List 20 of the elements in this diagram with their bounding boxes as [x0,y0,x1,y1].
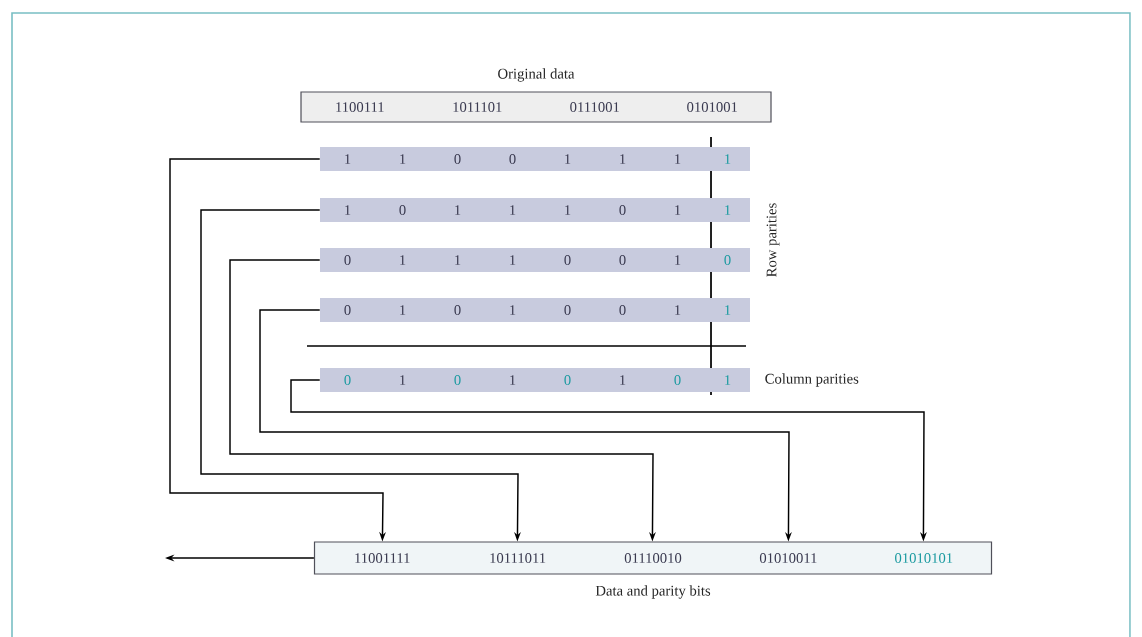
node-label: 11001111 [355,553,410,563]
bit-string-box: 11001111 10111011 01110010 01010011 01010101 [313,541,993,575]
box-heading: Original data [498,68,575,82]
bit-string-box: 1100111 1011101 0111001 0101001 [300,91,772,123]
axis-label: Column parities [765,373,859,387]
node-label: 0101001 [687,102,738,112]
box-caption: Data and parity bits [595,585,711,599]
node-label: 01010101 [895,553,953,563]
node-label: 1011101 [453,102,502,112]
bit-row: 0 1 1 1 0 0 1 0 [320,248,750,272]
bit-row: 0 1 0 1 0 0 1 1 [320,298,750,322]
bit-row: 1 1 0 0 1 1 1 1 [320,147,750,171]
node-label: 10111011 [490,553,546,563]
node-label: 1100111 [336,102,384,112]
node-label: 01010011 [759,553,817,563]
node-label: 01110010 [624,553,682,563]
bit-row: 0 1 0 1 0 1 0 1 [320,368,750,392]
bit-row: 1 0 1 1 1 0 1 1 [320,198,750,222]
node-label: 0111001 [570,102,619,112]
rotated-label: Row parities [766,203,780,277]
